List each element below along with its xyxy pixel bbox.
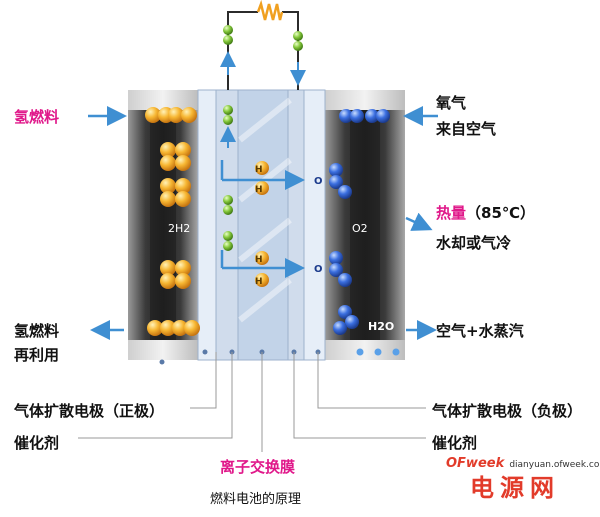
brand-watermark: OFweek dianyuan.ofweek.com (446, 452, 600, 471)
leader-lines (78, 349, 426, 452)
gde-negative-label: 气体扩散电极（负极） (432, 402, 583, 420)
brand-url: dianyuan.ofweek.com (509, 460, 600, 470)
oxygen-atom-label-2: O (314, 264, 323, 275)
flow-arrows (88, 106, 438, 340)
oxygen-molecules (329, 109, 390, 335)
catalyst-left-label: 催化剂 (14, 434, 60, 452)
from-air-label: 来自空气 (436, 120, 497, 138)
resistor (256, 0, 284, 21)
membrane-label: 离子交换膜 (220, 458, 296, 476)
proton-flow-arrows (220, 160, 305, 278)
gde-positive-label: 气体扩散电极（正极） (14, 402, 165, 420)
oxygen-atom-label-1: O (314, 176, 323, 187)
hydrogen-molecules (145, 107, 200, 336)
heat-word: 热量 (436, 204, 467, 222)
brand-logo: OFweek (446, 456, 505, 471)
electron-flow-arrows (220, 51, 306, 148)
cooling-label: 水却或气冷 (436, 234, 512, 252)
water-droplets (356, 348, 400, 356)
h2o-chamber-label: H2O (368, 320, 394, 333)
external-circuit (227, 0, 299, 90)
protons (255, 161, 269, 287)
proton-label-1: H (255, 165, 263, 175)
electrons (223, 25, 303, 251)
hydrogen-fuel-label: 氢燃料 (14, 108, 60, 126)
brand-cn: 电源网 (470, 474, 560, 502)
h2-chamber-label: 2H2 (168, 222, 190, 235)
proton-label-2: H (255, 185, 263, 195)
hydrogen-recycle-label-2: 再利用 (14, 346, 60, 364)
oxygen-label: 氧气 (436, 94, 467, 112)
heat-out-arrow (405, 212, 433, 231)
o2-chamber-label: O2 (352, 222, 368, 235)
heat-label: 热量（85℃） (436, 202, 535, 223)
catalyst-right-label: 催化剂 (432, 434, 478, 452)
proton-label-3: H (255, 255, 263, 265)
hydrogen-recycle-label-1: 氢燃料 (14, 322, 60, 340)
proton-label-4: H (255, 277, 263, 287)
air-water-vapor-label: 空气+水蒸汽 (436, 322, 524, 340)
heat-temp: （85℃） (466, 204, 536, 222)
diagram-caption: 燃料电池的原理 (210, 492, 302, 507)
electrode-membrane-stack (197, 89, 326, 361)
cathode-chamber (325, 90, 405, 360)
